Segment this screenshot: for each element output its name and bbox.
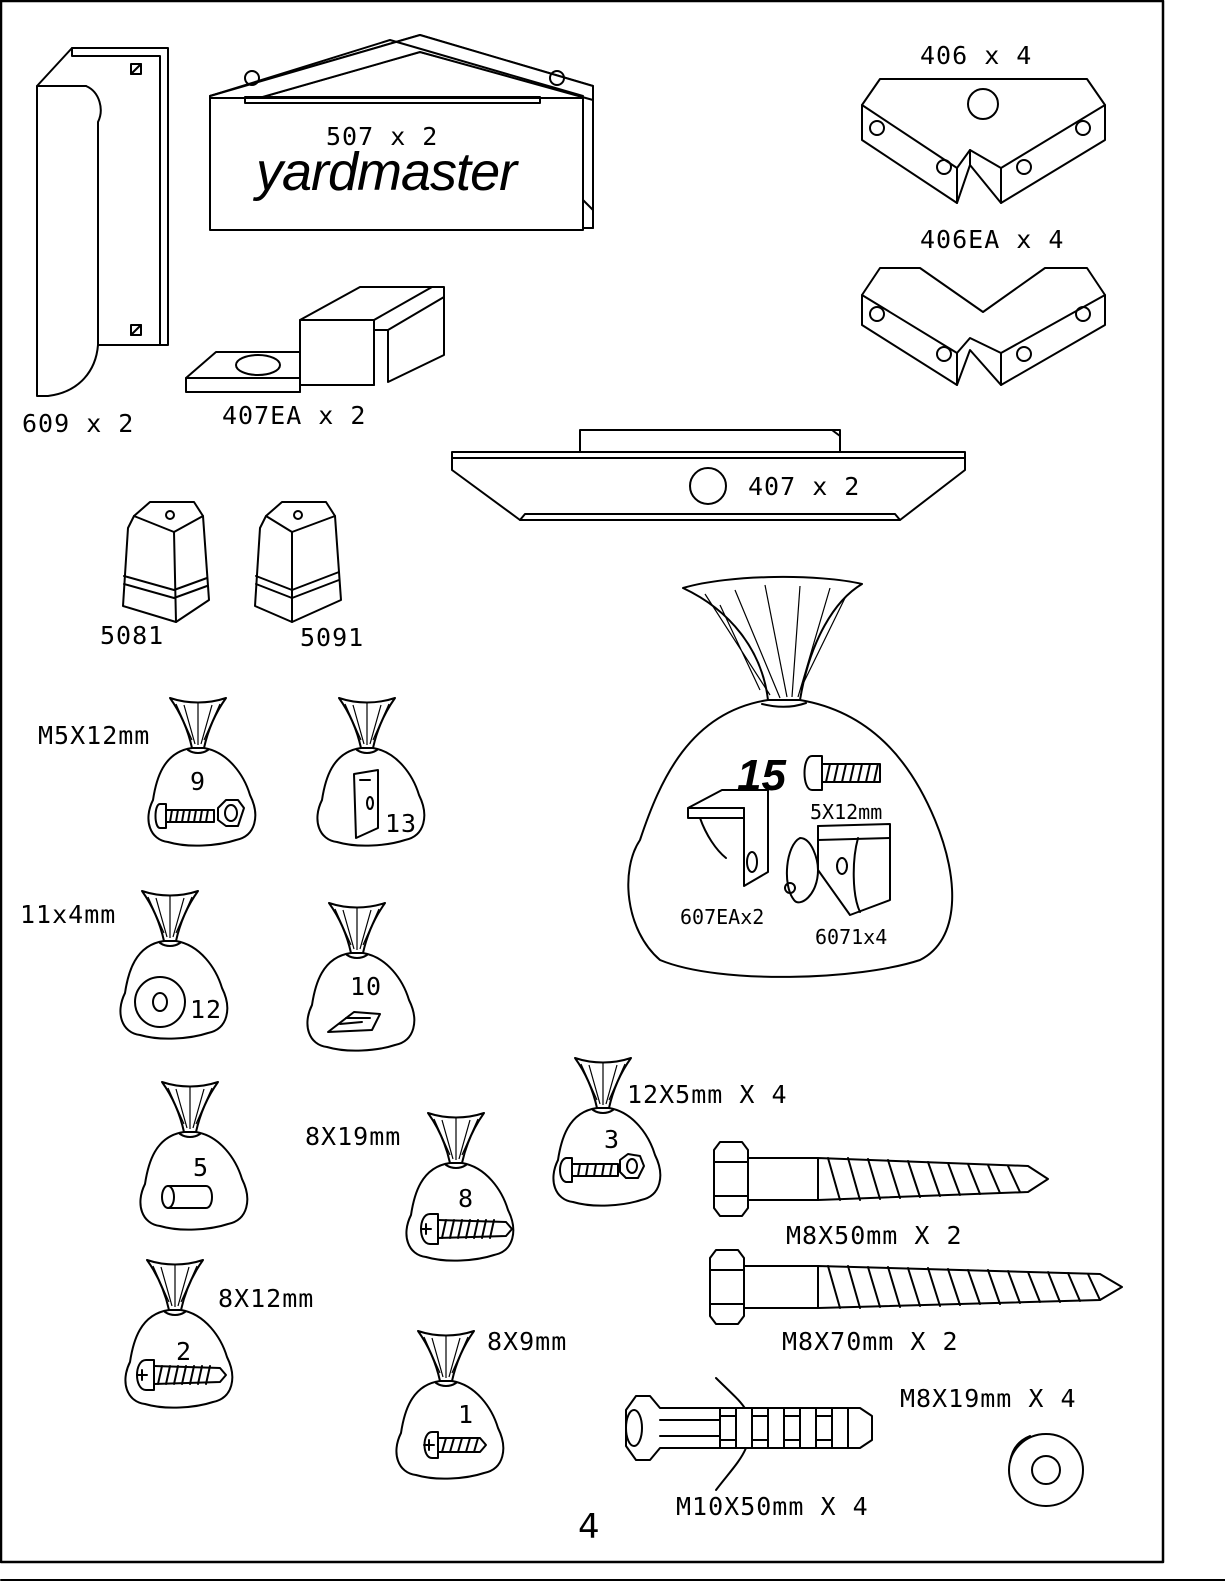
bag-12-size-label: 11x4mm — [20, 900, 116, 929]
part-407ea-label: 407EA x 2 — [222, 401, 366, 430]
bag-2 — [125, 1260, 232, 1408]
wall-plug-drawing — [626, 1378, 872, 1490]
bag-15 — [628, 577, 952, 977]
part-406-drawing — [862, 79, 1105, 203]
part-406ea-drawing — [862, 268, 1105, 385]
part-406-label: 406 x 4 — [920, 41, 1032, 70]
bag-9-number: 9 — [190, 767, 206, 796]
bag-1-number: 1 — [458, 1400, 474, 1429]
bag-12-number: 12 — [190, 995, 222, 1024]
bag-2-number: 2 — [176, 1337, 192, 1366]
washer-drawing — [1009, 1434, 1083, 1506]
page-number: 4 — [578, 1507, 601, 1547]
part-5081-label: 5081 — [100, 621, 164, 650]
bolt-m8x70-drawing — [710, 1250, 1122, 1324]
bolt-m8x50-drawing — [714, 1142, 1048, 1216]
bag-15-part-b-label: 6071x4 — [815, 925, 887, 949]
part-609-drawing — [37, 48, 168, 396]
bag-15-screw-label: 5X12mm — [810, 800, 882, 824]
bag-9-size-label: M5X12mm — [38, 721, 150, 750]
bag-8-size-label: 8X19mm — [305, 1122, 401, 1151]
bag-1-size-label: 8X9mm — [487, 1327, 567, 1356]
bolt-m8x70-label: M8X70mm X 2 — [782, 1327, 959, 1356]
bag-8-number: 8 — [458, 1184, 474, 1213]
bag-5-number: 5 — [193, 1153, 209, 1182]
part-5081-drawing — [123, 502, 209, 622]
bag-15-part-a-label: 607EAx2 — [680, 905, 764, 929]
bag-10-number: 10 — [350, 972, 382, 1001]
brand-logo-text: yardmaster — [252, 142, 519, 202]
bag-13-number: 13 — [385, 809, 417, 838]
part-5091-drawing — [255, 502, 341, 622]
bag-15-number: 15 — [737, 751, 786, 800]
part-407-label: 407 x 2 — [748, 472, 860, 501]
bag-3-size-label: 12X5mm X 4 — [627, 1080, 788, 1109]
part-609-label: 609 x 2 — [22, 409, 134, 438]
part-5091-label: 5091 — [300, 623, 364, 652]
bag-2-size-label: 8X12mm — [218, 1284, 314, 1313]
washer-label: M8X19mm X 4 — [900, 1384, 1077, 1413]
wall-plug-label: M10X50mm X 4 — [676, 1492, 869, 1521]
bolt-m8x50-label: M8X50mm X 2 — [786, 1221, 963, 1250]
part-407-drawing — [452, 430, 965, 520]
part-406ea-label: 406EA x 4 — [920, 225, 1064, 254]
bag-3-number: 3 — [604, 1125, 620, 1154]
part-407ea-drawing — [186, 287, 444, 392]
